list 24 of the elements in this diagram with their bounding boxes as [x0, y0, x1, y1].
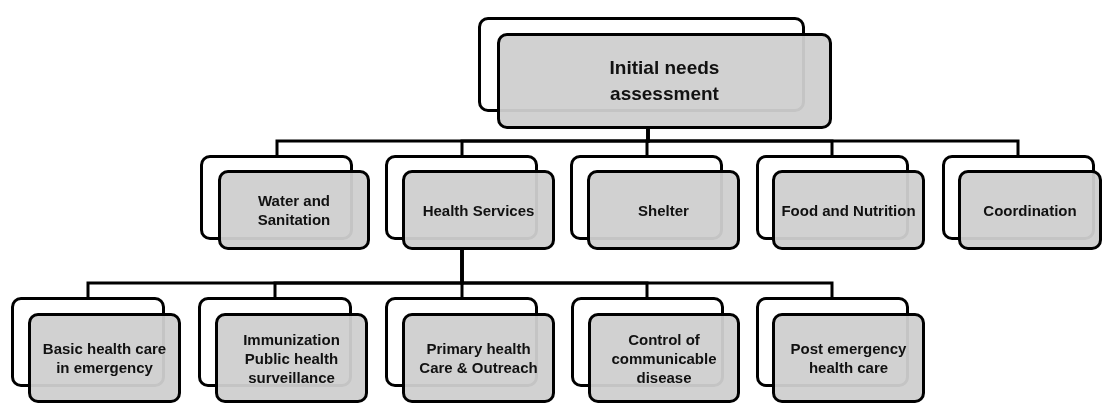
stacked-box [11, 297, 181, 403]
stacked-box [385, 297, 555, 403]
stacked-box [756, 297, 925, 403]
stacked-box [571, 297, 740, 403]
stacked-box [756, 155, 925, 250]
stacked-box [198, 297, 368, 403]
node-label: Shelter [638, 200, 689, 220]
node-label: Immunization Public health surveillance [242, 329, 341, 387]
node-label: Initial needs assessment [608, 56, 721, 106]
connector-line [460, 250, 834, 297]
node-label: Health Services [422, 200, 535, 220]
node-label: Water and Sanitation [256, 191, 332, 229]
node-label: Control of communicable disease [610, 329, 718, 387]
stacked-box [942, 155, 1102, 250]
node-label: Primary health Care & Outreach [418, 339, 539, 377]
node-label: Basic health care in emergency [41, 339, 168, 377]
stacked-box [478, 17, 832, 129]
stacked-box [200, 155, 370, 250]
connector-line [646, 129, 1020, 155]
node-label: Coordination [983, 200, 1077, 220]
node-label: Post emergency health care [789, 339, 908, 377]
node-label: Food and Nutrition [781, 200, 916, 220]
stacked-box [385, 155, 555, 250]
stacked-box [570, 155, 740, 250]
